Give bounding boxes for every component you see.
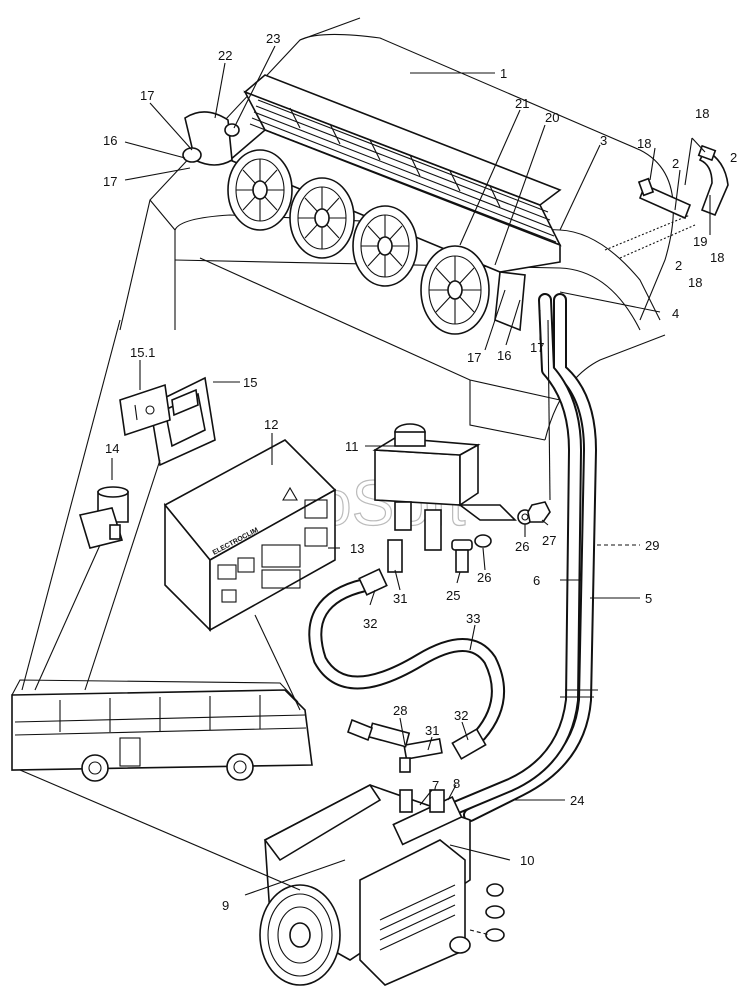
- callout-17-c: 17: [467, 350, 481, 365]
- callout-18-b: 18: [637, 136, 651, 151]
- callout-12: 12: [264, 417, 278, 432]
- rocker-switch: [119, 376, 216, 467]
- callout-5: 5: [645, 591, 652, 606]
- callout-29: 29: [645, 538, 659, 553]
- hose-fittings: [347, 539, 487, 773]
- compressor: [259, 783, 471, 986]
- callout-27: 27: [542, 533, 556, 548]
- callout-15-1: 15.1: [130, 345, 155, 360]
- bus-illustration: [11, 679, 313, 782]
- fan-1: [227, 149, 293, 231]
- callout-22: 22: [218, 48, 232, 63]
- expansion-valve: [372, 423, 517, 551]
- callout-14: 14: [105, 441, 119, 456]
- callout-7: 7: [432, 778, 439, 793]
- callout-23: 23: [266, 31, 280, 46]
- mounting-hardware: [469, 883, 505, 942]
- callout-3: 3: [600, 133, 607, 148]
- callout-24: 24: [570, 793, 584, 808]
- callout-6: 6: [533, 573, 540, 588]
- callout-26-b: 26: [515, 539, 529, 554]
- callout-19: 19: [693, 234, 707, 249]
- callout-32-b: 32: [454, 708, 468, 723]
- relay: [78, 486, 129, 549]
- callout-10: 10: [520, 853, 534, 868]
- callout-21: 21: [515, 96, 529, 111]
- fan-3: [352, 205, 418, 287]
- callout-18-a: 18: [695, 106, 709, 121]
- callout-13: 13: [350, 541, 364, 556]
- callout-16-b: 16: [497, 348, 511, 363]
- callout-2-c: 2: [675, 258, 682, 273]
- callout-31-b: 31: [425, 723, 439, 738]
- callout-4: 4: [672, 306, 679, 321]
- callout-26-a: 26: [477, 570, 491, 585]
- callout-2-b: 2: [672, 156, 679, 171]
- callout-17-b: 17: [103, 174, 117, 189]
- callout-8: 8: [453, 776, 460, 791]
- callout-11: 11: [345, 439, 359, 454]
- callout-18-d: 18: [688, 275, 702, 290]
- callout-17-a: 17: [140, 88, 154, 103]
- fan-4: [420, 245, 490, 335]
- refrigerant-hose-bundle: [448, 293, 598, 822]
- callout-32-a: 32: [363, 616, 377, 631]
- callout-28: 28: [393, 703, 407, 718]
- condenser-unit: [228, 74, 562, 332]
- control-panel: ELECTROCLIM: [163, 439, 337, 632]
- condenser-fans: [227, 149, 490, 335]
- callout-25: 25: [446, 588, 460, 603]
- callout-18-c: 18: [710, 250, 724, 265]
- callouts: 1 2 2 2 3 4 5 6 7 8 9 10 11 12 13 14 15 …: [103, 31, 737, 913]
- callout-16-a: 16: [103, 133, 117, 148]
- callout-9: 9: [222, 898, 229, 913]
- callout-17-d: 17: [530, 340, 544, 355]
- callout-20: 20: [545, 110, 559, 125]
- callout-2-a: 2: [730, 150, 737, 165]
- callout-1: 1: [500, 66, 507, 81]
- liquid-line-hoses: [604, 144, 729, 259]
- fan-2: [289, 177, 355, 259]
- callout-15: 15: [243, 375, 257, 390]
- receiver-drier: [182, 111, 240, 166]
- callout-33: 33: [466, 611, 480, 626]
- fasteners: [451, 319, 551, 573]
- leader-lines: [19, 45, 711, 896]
- callout-31-a: 31: [393, 591, 407, 606]
- suction-hose-33: [308, 578, 505, 742]
